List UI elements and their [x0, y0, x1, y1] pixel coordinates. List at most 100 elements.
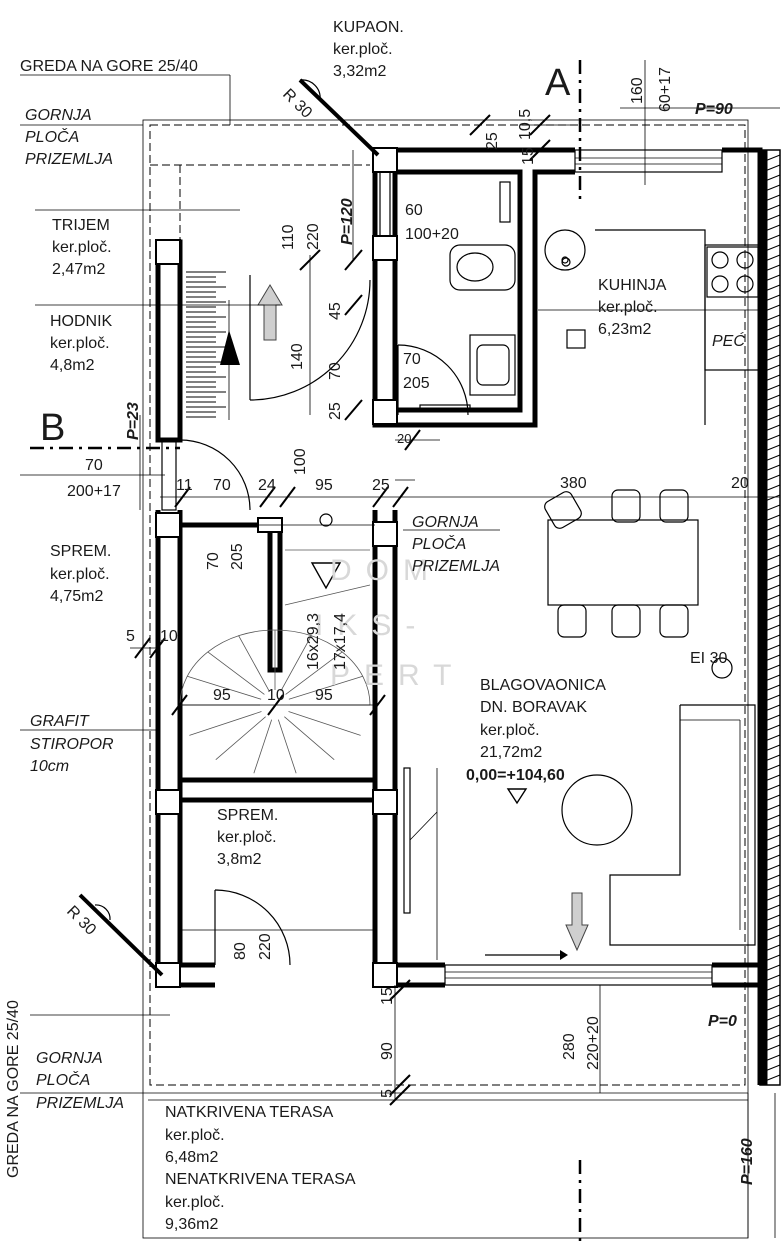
dim-60: 60: [405, 202, 423, 219]
dim-15-bottom: 15: [379, 987, 396, 1005]
wall-hatch-line: [759, 514, 781, 524]
gornja2-a: GORNJA: [412, 514, 479, 531]
wall-hatch-line: [759, 1034, 781, 1044]
wall-hatch-line: [759, 674, 781, 684]
stair-tread: [288, 675, 363, 700]
greda-top-note: GREDA NA GORE 25/40: [20, 58, 198, 75]
hodnik-name: HODNIK: [50, 313, 113, 330]
wall-hatch-line: [759, 934, 781, 944]
wall-hatch-line: [759, 274, 781, 284]
dim-110: 110: [280, 224, 297, 250]
wall-hatch-line: [759, 584, 781, 594]
wall-hatch-line: [759, 324, 781, 334]
wall-hatch-line: [759, 884, 781, 894]
kitchen-fixtures: [538, 229, 761, 425]
wall-hatch-line: [759, 304, 781, 314]
wall-hatch-line: [759, 624, 781, 634]
blag-area: 21,72m2: [480, 744, 542, 761]
r30-bottom-line: [78, 893, 164, 977]
wall-hatch-line: [759, 1054, 781, 1064]
nenatkrivena-name: NENATKRIVENA TERASA: [165, 1171, 356, 1188]
stair-tread: [288, 711, 361, 736]
dim-100-20: 100+20: [405, 226, 459, 243]
wall-hatch-line: [759, 604, 781, 614]
wall-hatch-line: [759, 464, 781, 474]
wall-hatch-line: [759, 414, 781, 424]
dim-45: 45: [327, 302, 344, 320]
blag-level: 0,00=+104,60: [466, 767, 565, 784]
entry-arrow: [257, 284, 283, 341]
watermark-line-1: DOM: [330, 554, 442, 587]
r30-top-arc: [299, 79, 321, 101]
natkrivena-area: 6,48m2: [165, 1149, 218, 1166]
stair-label-2: 17x17,4: [332, 613, 349, 670]
watermark-line-3: PERT: [330, 659, 465, 692]
wall-hatch-line: [759, 644, 781, 654]
wall-hatch-line: [759, 254, 781, 264]
pec-label: PEĆ: [712, 331, 745, 350]
kuhinja-area: 6,23m2: [598, 321, 651, 338]
stair-tread: [285, 651, 343, 695]
gornja1-c: PRIZEMLJA: [25, 151, 113, 168]
wall-hatch-line: [759, 174, 781, 184]
watermark-line-2: IKS-: [315, 609, 429, 642]
wall-hatch-line: [759, 824, 781, 834]
blag-name-1: BLAGOVAONICA: [480, 677, 606, 694]
dim-25-stair: 25: [372, 477, 390, 494]
dim-95-top: 95: [315, 477, 333, 494]
wall-hatch-line: [759, 504, 781, 514]
sprem1-floor: ker.ploč.: [50, 566, 110, 583]
bathroom-fixtures: [419, 181, 516, 412]
wall-hatch-line: [759, 294, 781, 304]
wall-hatch-line: [759, 494, 781, 504]
wall-hatch-line: [759, 244, 781, 254]
wall-hatch-line: [759, 854, 781, 864]
wall-hatch-line: [759, 714, 781, 724]
grafit-b: STIROPOR: [30, 736, 114, 753]
dim-24: 24: [258, 477, 276, 494]
stair-tread: [253, 719, 273, 774]
wall-hatch-line: [759, 164, 781, 174]
living-level-triangle: [506, 788, 528, 805]
wall-hatch-line: [759, 184, 781, 194]
wall-hatch-line: [759, 874, 781, 884]
dim-140: 140: [289, 343, 306, 370]
dim-p23: P=23: [125, 402, 142, 440]
wall-hatch-line: [759, 1004, 781, 1014]
wall-hatch-line: [759, 904, 781, 914]
kupaona-floor: ker.ploč.: [333, 41, 393, 58]
ei30-label: EI 30: [690, 650, 727, 667]
grafit-c: 10cm: [30, 758, 69, 775]
dim-205-bath: 205: [403, 375, 430, 392]
wall-hatch-line: [759, 694, 781, 704]
wall-hatch-line: [759, 754, 781, 764]
wall-hatch-line: [759, 1064, 781, 1074]
greda-left-note: GREDA NA GORE 25/40: [5, 1000, 22, 1178]
gornja2-c: PRIZEMLJA: [412, 558, 500, 575]
wall-hatch-line: [759, 264, 781, 274]
wall-hatch-line: [759, 424, 781, 434]
wall-hatch-line: [759, 394, 781, 404]
dim-80: 80: [232, 942, 249, 960]
dim-10-left: 10: [160, 628, 178, 645]
wall-hatch-line: [759, 974, 781, 984]
wall-hatch-line: [759, 664, 781, 674]
dim-100: 100: [292, 448, 309, 475]
living-set: [403, 704, 756, 960]
dim-380: 380: [560, 475, 587, 492]
dim-20-right: 20: [731, 475, 749, 492]
wall-hatch-line: [759, 774, 781, 784]
wall-hatch-line: [759, 404, 781, 414]
sprem2-area: 3,8m2: [217, 851, 262, 868]
stair-tread: [215, 716, 266, 761]
trijem-name: TRIJEM: [52, 217, 110, 234]
stair-tread: [189, 711, 262, 736]
wall-hatch-line: [759, 474, 781, 484]
natkrivena-name: NATKRIVENA TERASA: [165, 1104, 334, 1121]
wall-hatch-line: [759, 1044, 781, 1054]
dim-220-sprem: 220: [257, 933, 274, 960]
grafit-a: GRAFIT: [30, 713, 90, 730]
hodnik-floor: ker.ploč.: [50, 335, 110, 352]
wall-hatch-line: [759, 654, 781, 664]
stair-tread: [280, 635, 312, 692]
